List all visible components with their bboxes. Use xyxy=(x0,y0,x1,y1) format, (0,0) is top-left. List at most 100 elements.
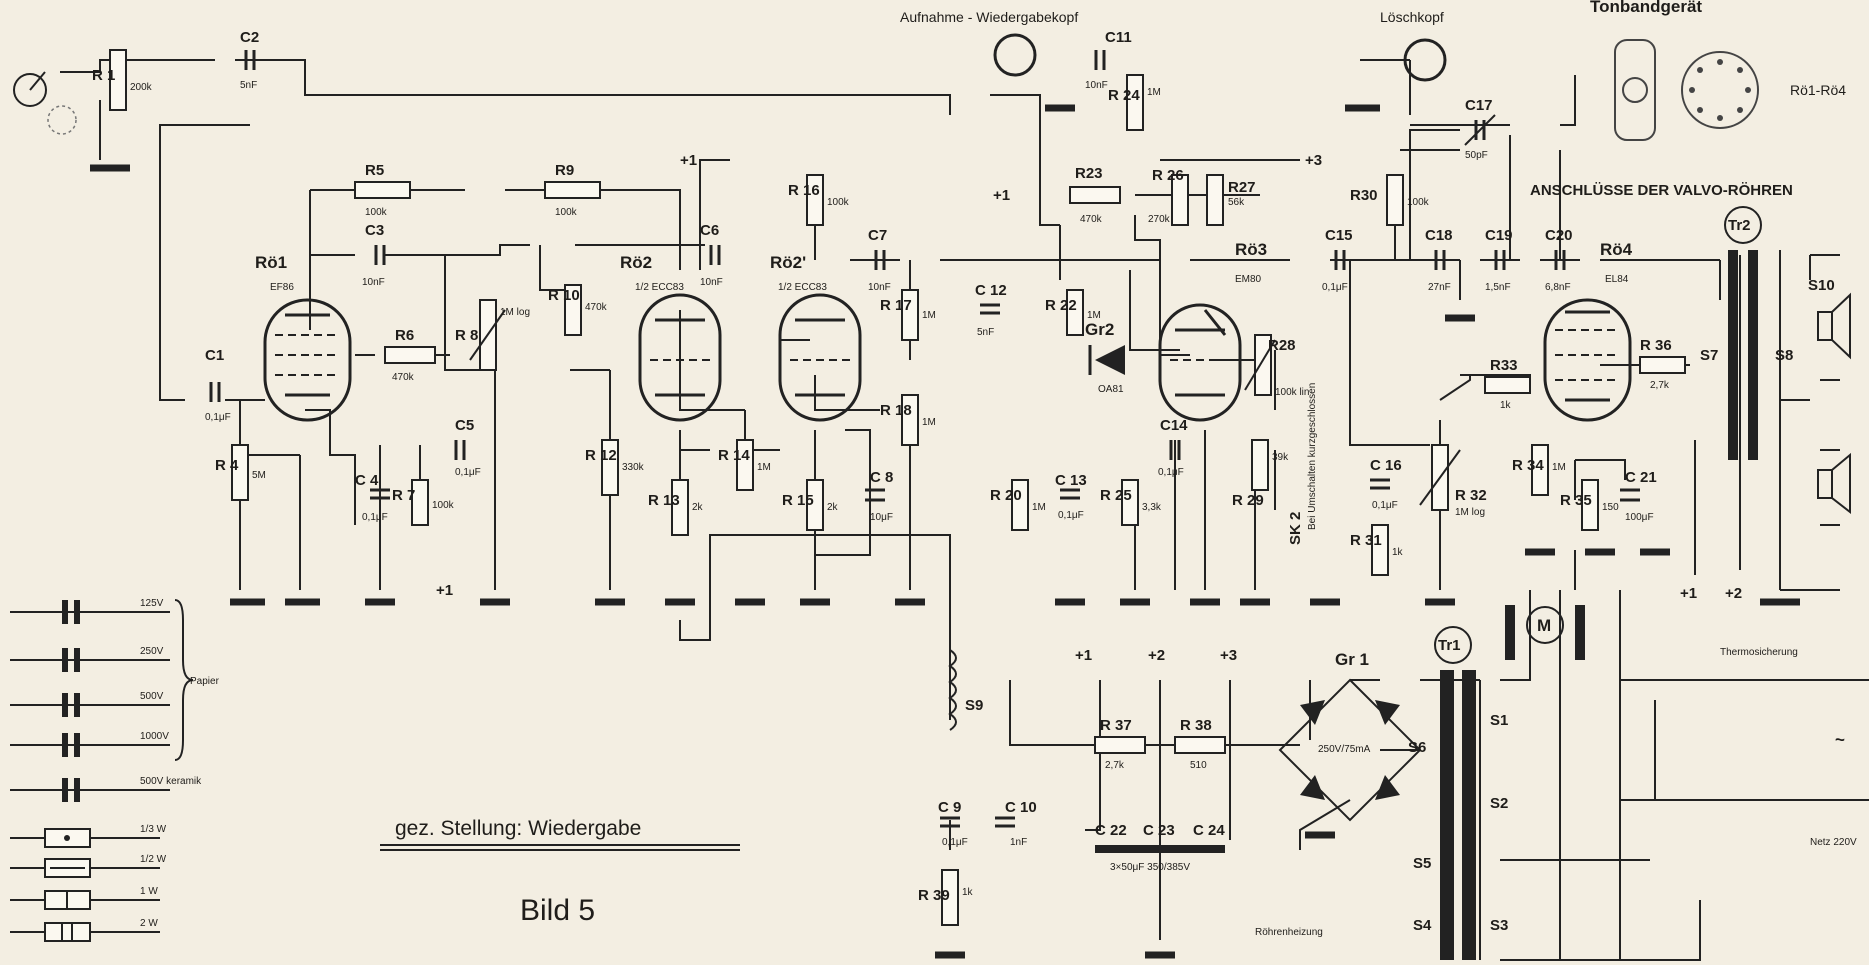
svg-text:100k: 100k xyxy=(365,207,388,218)
resistor-r6: R6 470k xyxy=(384,327,436,383)
svg-text:1M: 1M xyxy=(1032,502,1046,513)
ground-symbols xyxy=(90,104,1800,959)
svg-text:250V: 250V xyxy=(140,646,164,657)
svg-text:0,1μF: 0,1μF xyxy=(1372,500,1398,511)
svg-text:R 26: R 26 xyxy=(1152,167,1184,184)
resistor-r31: R 31 1k xyxy=(1350,524,1404,576)
resistor-r13: R 13 2k xyxy=(648,479,704,536)
svg-text:100k: 100k xyxy=(432,500,455,511)
capacitor-c6: C6 10nF xyxy=(700,222,723,288)
tube-ro3: Rö3 EM80 xyxy=(1158,240,1267,422)
svg-text:C18: C18 xyxy=(1425,227,1453,244)
capacitor-c11: C11 10nF xyxy=(1085,29,1132,91)
svg-text:S5: S5 xyxy=(1413,855,1431,872)
svg-text:S7: S7 xyxy=(1700,347,1718,364)
resistor-r30: R30 100k xyxy=(1350,174,1430,226)
svg-text:1000V: 1000V xyxy=(140,731,169,742)
svg-text:0,1μF: 0,1μF xyxy=(205,412,231,423)
svg-text:R6: R6 xyxy=(395,327,414,344)
svg-text:+1: +1 xyxy=(1075,647,1092,664)
capacitor-c10: C 10 1nF xyxy=(995,799,1037,848)
svg-text:1M log: 1M log xyxy=(1455,507,1485,518)
svg-text:R23: R23 xyxy=(1075,165,1103,182)
switch-labels: S1 S2 S3 S4 S5 S6 S7 S8 SK 2 Bei Umschal… xyxy=(1255,347,1857,938)
svg-text:C1: C1 xyxy=(205,347,224,364)
tube-ro1-label: Rö1 xyxy=(255,253,287,272)
svg-text:2,7k: 2,7k xyxy=(1650,380,1670,391)
svg-text:2k: 2k xyxy=(692,502,704,513)
svg-text:Thermosicherung: Thermosicherung xyxy=(1720,647,1798,658)
resistor-r14: R 14 1M xyxy=(718,439,771,491)
capacitor-c13: C 13 0,1μF xyxy=(1055,472,1087,521)
tube-ro2-prime: Rö2' 1/2 ECC83 xyxy=(770,253,862,422)
svg-text:S1: S1 xyxy=(1490,712,1508,729)
resistor-r17: R 17 1M xyxy=(880,289,936,341)
capacitor-c15: C15 0,1μF xyxy=(1322,227,1353,293)
svg-text:500V keramik: 500V keramik xyxy=(140,776,202,787)
svg-text:R 25: R 25 xyxy=(1100,487,1132,504)
svg-text:S2: S2 xyxy=(1490,795,1508,812)
svg-text:C 24: C 24 xyxy=(1193,822,1225,839)
svg-text:39k: 39k xyxy=(1272,452,1289,463)
svg-text:R 37: R 37 xyxy=(1100,717,1132,734)
figure-number: Bild 5 xyxy=(520,894,595,927)
svg-text:Gr2: Gr2 xyxy=(1085,320,1114,339)
capacitor-c22-c24: C 22 C 23 C 24 3×50μF 350/385V xyxy=(1095,822,1225,873)
svg-text:100μF: 100μF xyxy=(1625,512,1654,523)
svg-text:1,5nF: 1,5nF xyxy=(1485,282,1511,293)
resistor-r1: R 1 200k xyxy=(92,49,153,111)
tube-ro4-type: EL84 xyxy=(1605,274,1629,285)
svg-text:R9: R9 xyxy=(555,162,574,179)
resistor-r23: R23 470k xyxy=(1069,165,1121,225)
capacitor-c21: C 21 100μF xyxy=(1620,469,1657,523)
capacitor-c8: C 8 10μF xyxy=(865,469,893,523)
resistor-r32: R 32 1M log xyxy=(1419,444,1487,518)
svg-text:R 24: R 24 xyxy=(1108,87,1140,104)
svg-text:C20: C20 xyxy=(1545,227,1573,244)
svg-text:1k: 1k xyxy=(1500,400,1512,411)
svg-text:1M: 1M xyxy=(757,462,771,473)
svg-text:R 12: R 12 xyxy=(585,447,617,464)
svg-text:S10: S10 xyxy=(1808,277,1835,294)
svg-text:Löschkopf: Löschkopf xyxy=(1380,9,1444,25)
transformer-tr2: Tr2 xyxy=(1724,206,1762,460)
svg-text:S9: S9 xyxy=(965,697,983,714)
svg-text:Aufnahme - Wiedergabekopf: Aufnahme - Wiedergabekopf xyxy=(900,9,1078,25)
svg-text:SK 2: SK 2 xyxy=(1287,512,1304,545)
svg-text:R5: R5 xyxy=(365,162,384,179)
svg-text:100k lin: 100k lin xyxy=(1275,387,1309,398)
svg-text:S4: S4 xyxy=(1413,917,1432,934)
capacitors: C1 0,1μF C2 5nF C3 10nF C 4 0,1μF C5 0,1… xyxy=(205,29,1657,873)
svg-text:R33: R33 xyxy=(1490,357,1518,374)
capacitor-c1: C1 0,1μF xyxy=(205,347,231,423)
resistor-r9: R9 100k xyxy=(544,162,601,218)
capacitor-c7: C7 10nF xyxy=(868,227,891,293)
resistor-r33: R33 1k xyxy=(1484,357,1531,411)
svg-text:0,1μF: 0,1μF xyxy=(455,467,481,478)
resistor-r5: R5 100k xyxy=(354,162,411,218)
svg-text:R 8: R 8 xyxy=(455,327,478,344)
capacitor-c16: C 16 0,1μF xyxy=(1370,457,1402,511)
coil-s9: S9 xyxy=(948,649,983,731)
svg-text:1/2 W: 1/2 W xyxy=(140,854,167,865)
svg-text:R 32: R 32 xyxy=(1455,487,1487,504)
capacitor-c4: C 4 0,1μF xyxy=(355,472,390,523)
tube-ro2: Rö2 1/2 ECC83 xyxy=(620,253,722,422)
svg-text:+3: +3 xyxy=(1220,647,1237,664)
svg-text:1M: 1M xyxy=(1552,462,1566,473)
resistor-r8: R 8 1M log xyxy=(455,299,530,371)
svg-text:10nF: 10nF xyxy=(868,282,891,293)
input-jack xyxy=(13,71,77,135)
svg-text:5nF: 5nF xyxy=(240,80,257,91)
motor: M xyxy=(1505,605,1585,660)
svg-text:R 22: R 22 xyxy=(1045,297,1077,314)
tube-ro3-label: Rö3 xyxy=(1235,240,1267,259)
tube-ro4-label: Rö4 xyxy=(1600,240,1633,259)
diode-gr2: Gr2 OA81 xyxy=(1085,320,1125,395)
svg-text:Tr1: Tr1 xyxy=(1438,637,1461,654)
svg-text:S3: S3 xyxy=(1490,917,1508,934)
svg-text:1k: 1k xyxy=(1392,547,1404,558)
svg-text:1M: 1M xyxy=(922,417,936,428)
svg-text:C 4: C 4 xyxy=(355,472,379,489)
